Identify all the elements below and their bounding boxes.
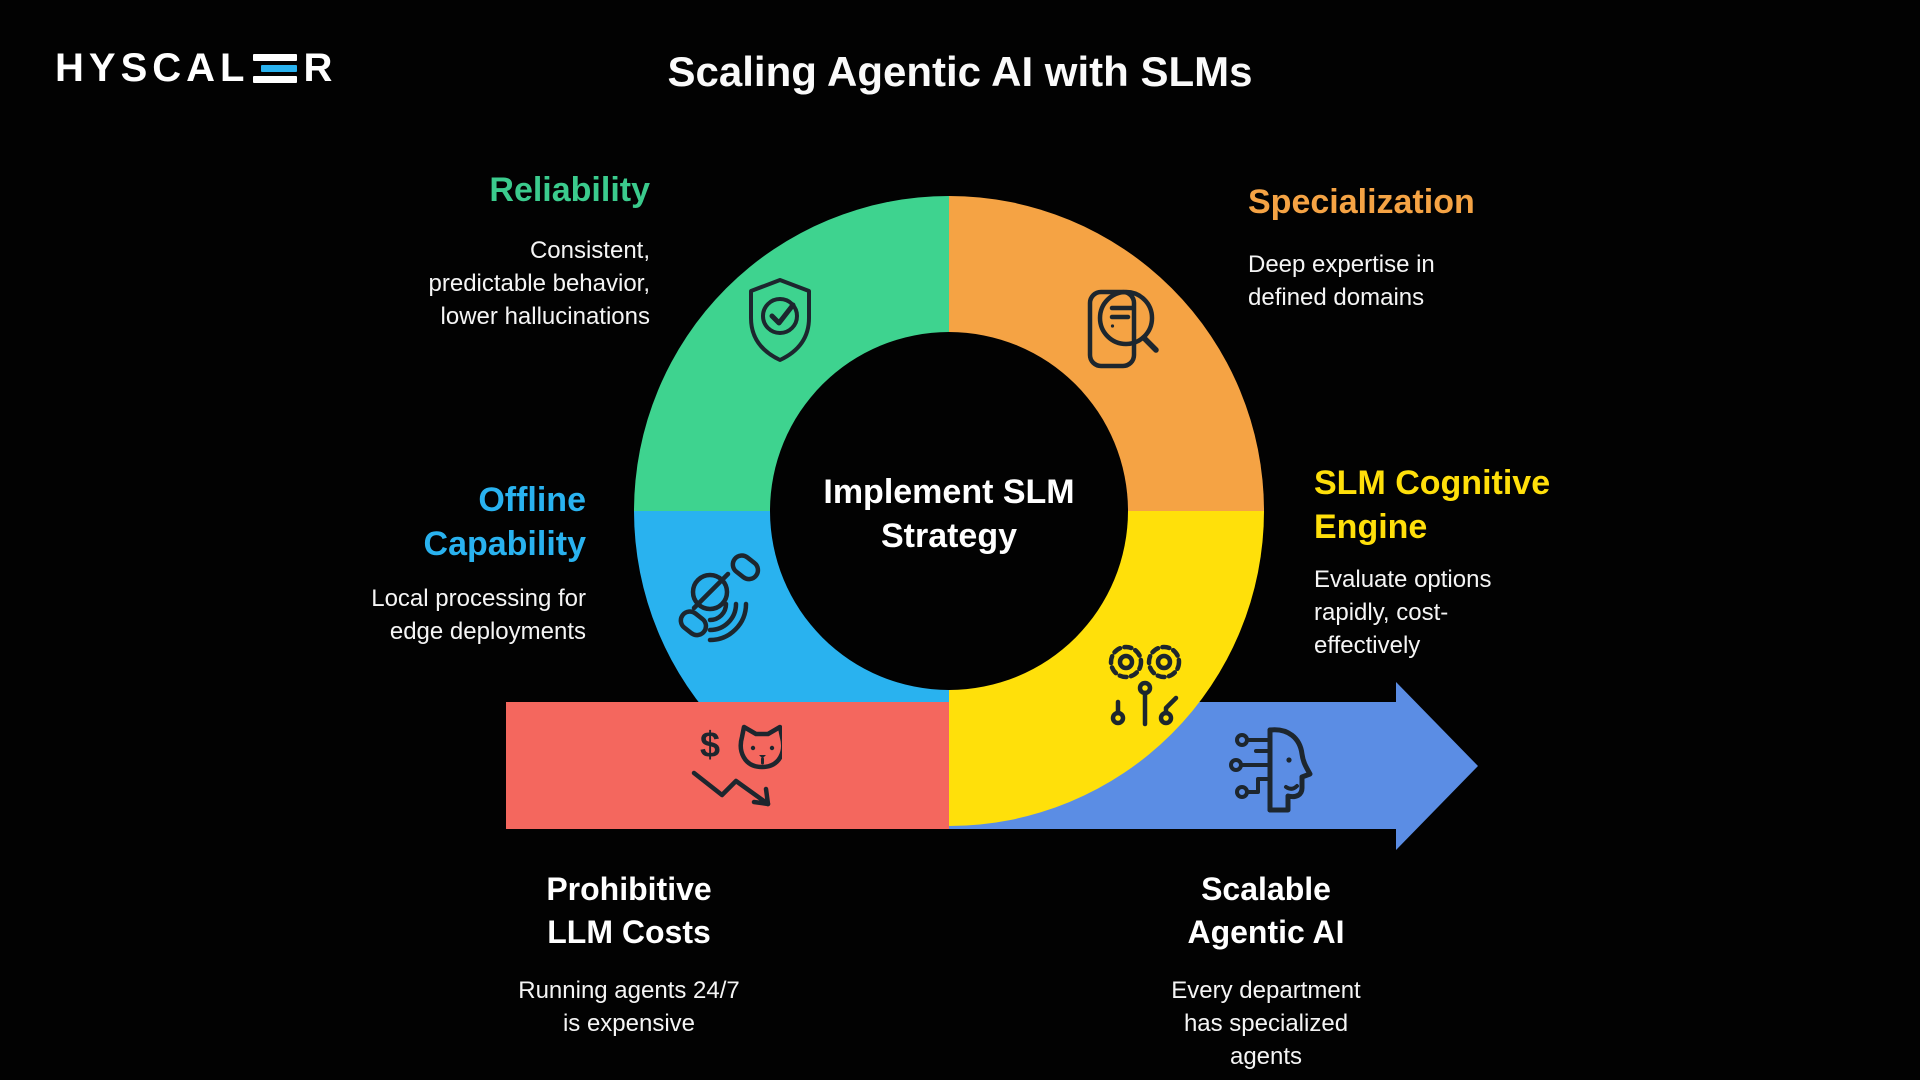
reliability-heading: Reliability bbox=[489, 171, 650, 209]
arrow-head bbox=[1396, 682, 1478, 850]
specialization-heading: Specialization bbox=[1248, 183, 1475, 221]
center-label: Implement SLM Strategy bbox=[823, 473, 1075, 555]
logo-e-bars-icon bbox=[253, 53, 298, 84]
document-search-icon bbox=[1076, 280, 1160, 376]
section-reliability: Reliability Consistent, predictable beha… bbox=[429, 168, 650, 333]
cost-decline-icon: $ bbox=[688, 721, 782, 813]
reliability-body: Consistent, predictable behavior, lower … bbox=[428, 237, 650, 330]
section-scalable-agentic-ai: Scalable Agentic AI Every department has… bbox=[1066, 868, 1466, 1073]
section-specialization: Specialization Deep expertise in defined… bbox=[1248, 180, 1475, 314]
page-title: Scaling Agentic AI with SLMs bbox=[667, 48, 1253, 95]
logo-text-left: HYSCAL bbox=[55, 46, 250, 90]
ai-head-circuit-icon bbox=[1226, 720, 1318, 814]
logo-text-right: R bbox=[303, 46, 338, 90]
section-prohibitive-llm-costs: Prohibitive LLM Costs Running agents 24/… bbox=[429, 868, 829, 1040]
hyscaler-logo: HYSCAL R bbox=[55, 46, 337, 91]
slm-cognitive-engine-heading: SLM Cognitive Engine bbox=[1314, 464, 1551, 546]
donut-hole bbox=[770, 332, 1128, 690]
shield-check-icon bbox=[745, 276, 815, 364]
specialization-body: Deep expertise in defined domains bbox=[1248, 251, 1435, 311]
arrow-band-red bbox=[506, 702, 949, 829]
gears-circuit-icon bbox=[1100, 638, 1192, 728]
scalable-agentic-ai-heading: Scalable Agentic AI bbox=[1187, 871, 1345, 950]
svg-text:$: $ bbox=[700, 724, 720, 765]
satellite-icon bbox=[676, 552, 768, 646]
section-offline-capability: Offline Capability Local processing for … bbox=[371, 478, 586, 648]
offline-capability-heading: Offline Capability bbox=[423, 481, 586, 563]
prohibitive-llm-costs-heading: Prohibitive LLM Costs bbox=[546, 871, 712, 950]
prohibitive-llm-costs-body: Running agents 24/7 is expensive bbox=[518, 977, 740, 1037]
slm-cognitive-engine-body: Evaluate options rapidly, cost- effectiv… bbox=[1314, 566, 1492, 659]
section-slm-cognitive-engine: SLM Cognitive Engine Evaluate options ra… bbox=[1314, 461, 1550, 662]
scalable-agentic-ai-body: Every department has specialized agents bbox=[1171, 977, 1361, 1070]
offline-capability-body: Local processing for edge deployments bbox=[371, 585, 586, 645]
